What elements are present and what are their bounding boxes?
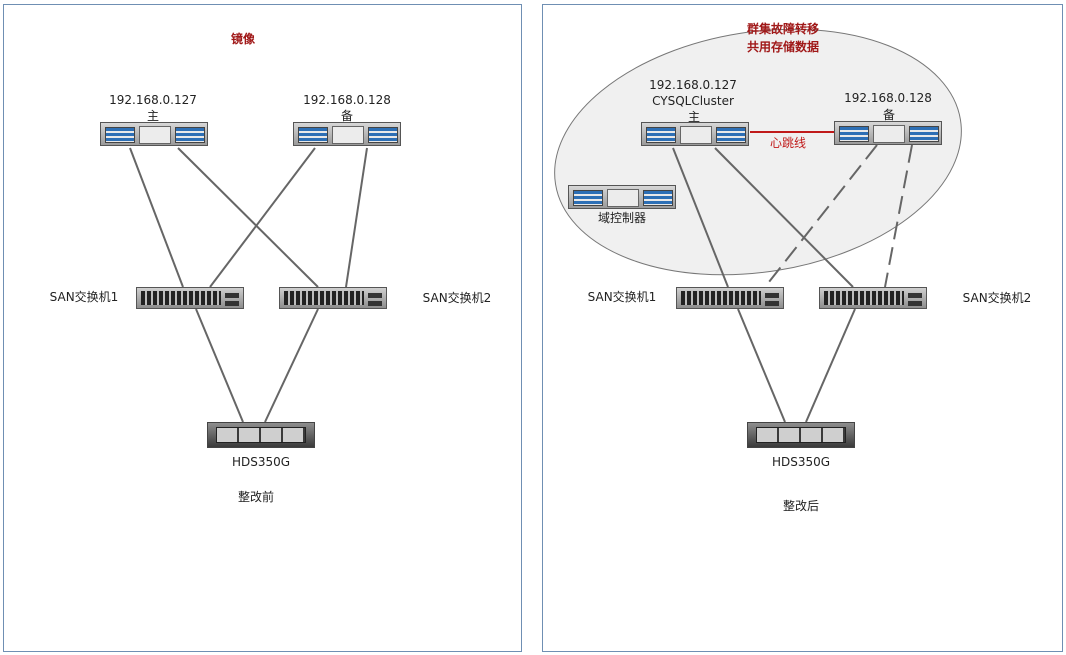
server1-role: 主 — [146, 109, 159, 123]
link-server2-switch2 — [345, 147, 368, 288]
after-title-line1: 群集故障转移 — [746, 22, 819, 36]
sfp-port — [225, 301, 239, 306]
server-panel — [873, 125, 905, 143]
link-switch1-storage — [195, 308, 244, 423]
storage-array — [207, 422, 315, 448]
after-title-line2: 共用存储数据 — [746, 40, 819, 54]
before-caption: 整改前 — [237, 490, 274, 504]
drive-bay — [175, 127, 205, 143]
drive-bay — [643, 190, 673, 206]
sfp-port — [765, 301, 779, 306]
link-r-switch1-storage — [737, 308, 786, 423]
server-panel — [332, 126, 364, 144]
drive-bay — [573, 190, 603, 206]
switch-ports — [284, 291, 364, 305]
switch-ports — [824, 291, 904, 305]
server2 — [293, 122, 401, 146]
sfp-port — [765, 293, 779, 298]
cluster-server2-ip: 192.168.0.128 — [844, 91, 932, 105]
sfp-port — [368, 293, 382, 298]
r-storage-label: HDS350G — [771, 455, 831, 469]
drive-bay — [716, 127, 746, 143]
drive-bay — [646, 127, 676, 143]
cluster-server1-role: 主 — [687, 110, 700, 124]
server2-ip: 192.168.0.128 — [303, 93, 391, 107]
r-switch2 — [819, 287, 927, 309]
sfp-port — [368, 301, 382, 306]
after-caption: 整改后 — [782, 499, 819, 513]
link-r-server1-switch2 — [714, 147, 854, 288]
drive-bay — [105, 127, 135, 143]
server1-ip: 192.168.0.127 — [109, 93, 197, 107]
link-switch2-storage — [264, 308, 319, 423]
sfp-port — [908, 301, 922, 306]
switch-ports — [141, 291, 221, 305]
server-panel — [680, 126, 712, 144]
domain-controller-label: 域控制器 — [597, 211, 646, 225]
link-r-server1-switch1 — [672, 147, 729, 288]
drive-bay — [368, 127, 398, 143]
r-switch2-label: SAN交换机2 — [962, 291, 1032, 305]
cluster-server2-role: 备 — [882, 108, 895, 122]
link-r-server2-switch1 — [764, 144, 878, 288]
before-title: 镜像 — [230, 32, 255, 46]
cluster-server1 — [641, 122, 749, 146]
drive-bay — [909, 126, 939, 142]
switch1-label: SAN交换机1 — [49, 290, 119, 304]
heartbeat-label: 心跳线 — [769, 136, 806, 150]
switch-ports — [681, 291, 761, 305]
storage-label: HDS350G — [231, 455, 291, 469]
sfp-port — [908, 293, 922, 298]
server2-role: 备 — [340, 109, 353, 123]
r-switch1 — [676, 287, 784, 309]
link-r-switch2-storage — [805, 308, 856, 423]
cluster-server2 — [834, 121, 942, 145]
link-server2-switch1 — [209, 147, 316, 288]
drive-bay — [839, 126, 869, 142]
before-panel — [3, 4, 522, 652]
link-r-server2-switch2 — [884, 144, 913, 288]
link-server1-switch1 — [129, 147, 184, 288]
server-panel — [607, 189, 639, 207]
switch2 — [279, 287, 387, 309]
sfp-port — [225, 293, 239, 298]
r-switch1-label: SAN交换机1 — [587, 290, 657, 304]
server-panel — [139, 126, 171, 144]
disk-bays — [756, 427, 846, 443]
switch1 — [136, 287, 244, 309]
link-server1-switch2 — [177, 147, 319, 288]
server1 — [100, 122, 208, 146]
drive-bay — [298, 127, 328, 143]
switch2-label: SAN交换机2 — [422, 291, 492, 305]
r-storage-array — [747, 422, 855, 448]
cluster-server1-ip: 192.168.0.127 — [649, 78, 737, 92]
domain-controller — [568, 185, 676, 209]
cluster-server1-name: CYSQLCluster — [652, 94, 734, 108]
disk-bays — [216, 427, 306, 443]
